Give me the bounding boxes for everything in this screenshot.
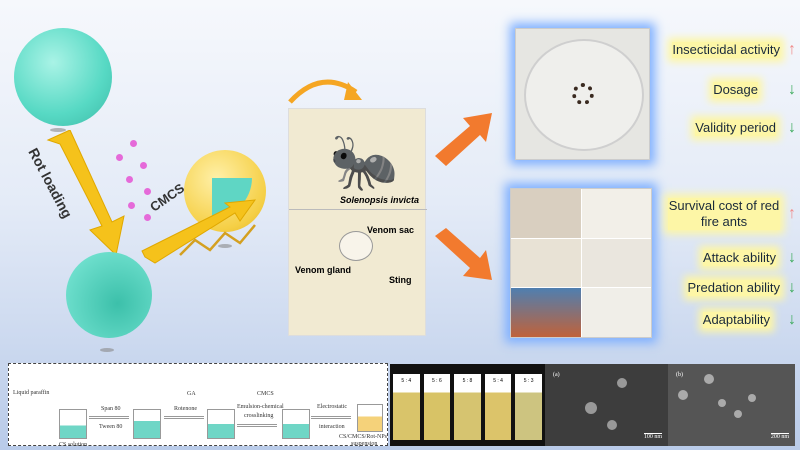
petri-dish-photo [515, 28, 650, 160]
venom-apparatus [339, 231, 373, 261]
orange-arrow-down [435, 228, 492, 280]
liquid-paraffin-label: Liquid paraffin [13, 390, 50, 396]
beaker [282, 409, 310, 439]
chitosan-sphere [14, 28, 112, 126]
venom-gland-label: Venom gland [295, 265, 352, 275]
effect-item: Adaptability↓ [702, 311, 796, 328]
effect-item: Attack ability↓ [703, 249, 796, 266]
beaker [207, 409, 235, 439]
effect-item: Insecticidal activity↑ [672, 41, 796, 58]
rotenone-dots [100, 140, 160, 230]
species-label: Solenopsis invicta [339, 195, 419, 205]
down-arrow-icon: ↓ [788, 279, 796, 296]
cmcs-label: CMCS [257, 391, 274, 397]
scale-bar: 100 nm [643, 433, 662, 440]
vial: 5 : 6 [423, 374, 451, 440]
process-arrow [164, 416, 204, 419]
ant-photo-panel: 🐜 Solenopsis invicta Venom sac Venom gla… [288, 108, 427, 336]
product-label: CS/CMCS/Rot-NPs [339, 434, 388, 440]
suspension-label: suspension [351, 441, 378, 447]
loaded-sphere [66, 252, 152, 338]
beaker [357, 404, 383, 432]
vial: 5 : 3 [515, 374, 542, 440]
down-arrow-icon: ↓ [788, 81, 796, 98]
effects-top: Insecticidal activity↑ Dosage↓ Validity … [656, 42, 796, 142]
sphere-shadow [50, 128, 66, 132]
span80-label: Span 80 [101, 406, 121, 412]
effects-bottom: Survival cost of red fire ants↑ Attack a… [656, 198, 796, 338]
process-arrow [89, 416, 129, 419]
vial: 5 : 8 [454, 374, 481, 440]
interaction-label: interaction [319, 424, 345, 430]
up-arrow-icon: ↑ [788, 41, 796, 58]
sem-image-b: (b) 200 nm [668, 364, 795, 446]
up-arrow-icon: ↑ [788, 205, 796, 222]
ga-label: GA [187, 391, 196, 397]
effect-item: Validity period↓ [695, 119, 796, 136]
cmcs-arrow [141, 199, 257, 264]
sphere-shadow [218, 244, 232, 248]
process-arrow [311, 416, 351, 419]
down-arrow-icon: ↓ [788, 249, 796, 266]
ant-behavior-photos [510, 188, 652, 338]
down-arrow-icon: ↓ [788, 311, 796, 328]
ant-icon: 🐜 [329, 130, 399, 193]
sting-label: Sting [389, 275, 412, 285]
vials-photo: 5 : 4 5 : 6 5 : 8 5 : 4 5 : 3 [390, 364, 545, 446]
orange-arrow-up [435, 113, 492, 166]
curved-arrow [288, 79, 362, 104]
tween80-label: Tween 80 [99, 424, 123, 430]
cs-solution-label: CS solution [59, 442, 88, 448]
beaker [59, 409, 87, 439]
effect-item: Predation ability↓ [687, 279, 796, 296]
sphere-shadow [100, 348, 114, 352]
down-arrow-icon: ↓ [788, 119, 796, 136]
electrostatic-label: Electrostatic [317, 404, 347, 410]
sem-image-a: (a) 100 nm [545, 364, 668, 446]
effect-item: Survival cost of red fire ants↑ [668, 198, 796, 230]
rotenone-label: Rotenone [174, 406, 197, 412]
effect-item: Dosage↓ [713, 81, 796, 98]
beaker [133, 409, 161, 439]
vial: 5 : 4 [484, 374, 512, 440]
process-scheme: Liquid paraffin CS solution Span 80 Twee… [8, 363, 388, 448]
crosslinking-label: crosslinking [244, 413, 274, 419]
vial: 5 : 4 [393, 374, 420, 440]
emulsion-label: Emulsion-chemical [237, 404, 284, 410]
venom-sac-label: Venom sac [367, 225, 415, 235]
process-arrow [237, 424, 277, 427]
scale-bar: 200 nm [770, 433, 789, 440]
